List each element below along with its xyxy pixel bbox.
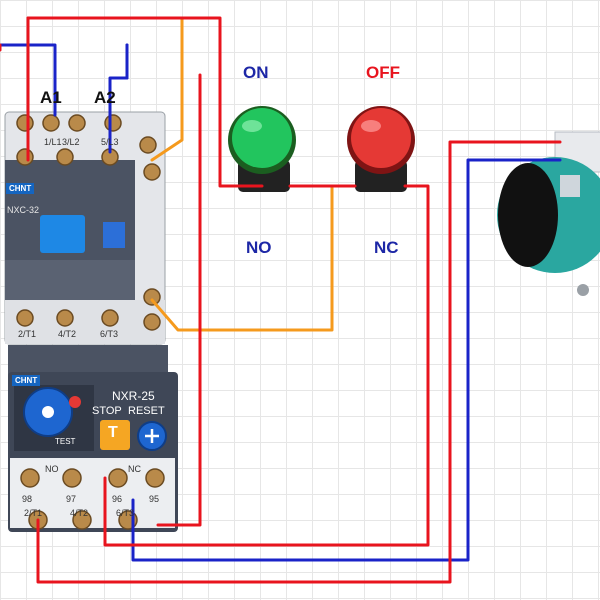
on-button-lens xyxy=(232,108,292,168)
no-label: NO xyxy=(246,238,272,257)
screw-icon xyxy=(139,136,157,154)
screw-icon xyxy=(72,510,92,530)
relay-test-label: TEST xyxy=(55,437,76,446)
relay-no-label: NO xyxy=(45,464,59,474)
relay-brand: CHNT xyxy=(12,375,41,386)
contactor-model: NXC-32 xyxy=(7,205,40,215)
red-wire-supply xyxy=(26,16,264,188)
screw-icon xyxy=(56,309,74,327)
adjust-dial-center xyxy=(42,406,54,418)
contactor-bottom-terminal: 2/T1 xyxy=(18,329,37,339)
motor-plate xyxy=(560,175,580,197)
relay-bottom-terminal: 4/T2 xyxy=(70,508,89,518)
contactor xyxy=(4,111,166,345)
screw-icon xyxy=(143,288,161,306)
relay-reset-label: RESET xyxy=(128,405,165,417)
contactor-lower-panel xyxy=(5,260,135,300)
blue-wire-a1 xyxy=(0,43,57,117)
screw-icon xyxy=(56,148,74,166)
relay-terminal: 98 xyxy=(22,494,33,504)
relay-terminal: 97 xyxy=(66,494,77,504)
contactor-bottom-screws xyxy=(16,288,161,331)
screw-icon xyxy=(68,114,86,132)
on-button[interactable] xyxy=(228,106,296,192)
contactor-indicator xyxy=(40,215,85,253)
on-label: ON xyxy=(243,63,269,82)
contactor-brand: CHNT xyxy=(6,183,35,194)
relay-bottom-terminal: 2/T1 xyxy=(24,508,43,518)
nc-label: NC xyxy=(374,238,399,257)
screw-icon xyxy=(101,309,119,327)
screw-icon xyxy=(143,163,161,181)
screw-icon xyxy=(42,114,60,132)
a1-label: A1 xyxy=(40,88,62,107)
contactor-top-terminal: 1/L1 xyxy=(44,137,62,147)
overload-relay xyxy=(8,345,178,532)
screw-icon xyxy=(16,309,34,327)
off-button[interactable] xyxy=(347,106,415,192)
relay-model: NXR-25 xyxy=(112,389,155,403)
trip-indicator-icon xyxy=(69,396,81,408)
a2-label: A2 xyxy=(94,88,116,107)
contactor-window xyxy=(103,222,125,248)
screw-icon xyxy=(62,468,82,488)
red-wire-motor xyxy=(36,140,562,584)
stop-button-body xyxy=(100,420,130,450)
relay-terminal: 96 xyxy=(112,494,123,504)
screw-icon xyxy=(145,468,165,488)
contactor-top-terminal: 5/L3 xyxy=(101,137,119,147)
red-wire-overload xyxy=(156,73,202,527)
motor-end-cap xyxy=(498,163,558,267)
stop-button-letter[interactable]: T xyxy=(108,424,118,441)
off-button-lens xyxy=(351,108,411,168)
relay-terminal: 95 xyxy=(149,494,160,504)
red-wire-nc-return xyxy=(103,184,430,547)
contactor-top-terminal: 3/L2 xyxy=(62,137,80,147)
relay-bottom-terminal: 6/T3 xyxy=(116,508,135,518)
screw-icon xyxy=(104,114,122,132)
contactor-bottom-terminal: 4/T2 xyxy=(58,329,77,339)
relay-stop-label: STOP xyxy=(92,405,122,417)
screw-icon xyxy=(16,114,34,132)
screw-icon xyxy=(16,148,34,166)
blue-wire-motor xyxy=(131,158,562,562)
contactor-top-screws xyxy=(16,114,161,181)
off-label: OFF xyxy=(366,63,400,82)
orange-wire-bottom xyxy=(150,184,334,332)
relay-nc-label: NC xyxy=(128,464,141,474)
wires xyxy=(0,16,562,584)
screw-icon xyxy=(108,468,128,488)
screw-icon xyxy=(143,313,161,331)
orange-wire-top xyxy=(150,16,184,162)
motor-foot xyxy=(577,284,589,296)
screw-icon xyxy=(20,468,40,488)
contactor-bottom-terminal: 6/T3 xyxy=(100,329,119,339)
motor xyxy=(497,131,600,296)
